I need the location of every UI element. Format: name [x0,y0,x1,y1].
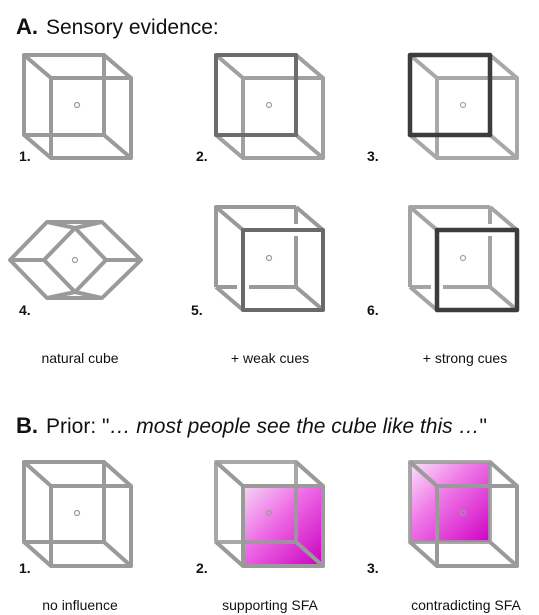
cube-a6 [408,205,520,313]
cube-a1 [22,53,133,160]
caption-contradicting-sfa: contradicting SFA [411,597,521,613]
cube-a3 [407,52,519,160]
panel-number-b3: 3. [367,560,379,576]
section-a-title: Sensory evidence: [46,16,219,39]
section-b-heading: B. Prior: "… most people see the cube lik… [16,413,487,439]
panel-number-a1: 1. [19,148,31,164]
panel-number-b1: 1. [19,560,31,576]
caption-natural-cube: natural cube [41,350,119,366]
section-a-heading: A. Sensory evidence: [16,14,219,40]
caption-no-influence: no influence [42,597,118,613]
cube-b3 [408,460,519,568]
caption-supporting-sfa: supporting SFA [222,597,318,613]
panel-number-a3: 3. [367,148,379,164]
panel-number-a4: 4. [19,302,31,318]
section-b-prefix: Prior: " [46,415,110,438]
caption-weak-cues: + weak cues [230,350,310,366]
section-a-letter: A. [16,14,38,39]
section-b-quote: … most people see the cube like this … [109,415,480,438]
section-b-letter: B. [16,413,38,438]
panel-number-a5: 5. [191,302,203,318]
cube-b2 [214,460,325,568]
cube-b1 [22,460,133,568]
panel-number-b2: 2. [196,560,208,576]
cube-a2 [214,53,325,160]
panel-number-a6: 6. [367,302,379,318]
cube-a4 [8,220,143,300]
caption-strong-cues: + strong cues [422,350,508,366]
section-b-suffix: " [479,415,487,438]
panel-number-a2: 2. [196,148,208,164]
cube-a5 [214,205,325,312]
